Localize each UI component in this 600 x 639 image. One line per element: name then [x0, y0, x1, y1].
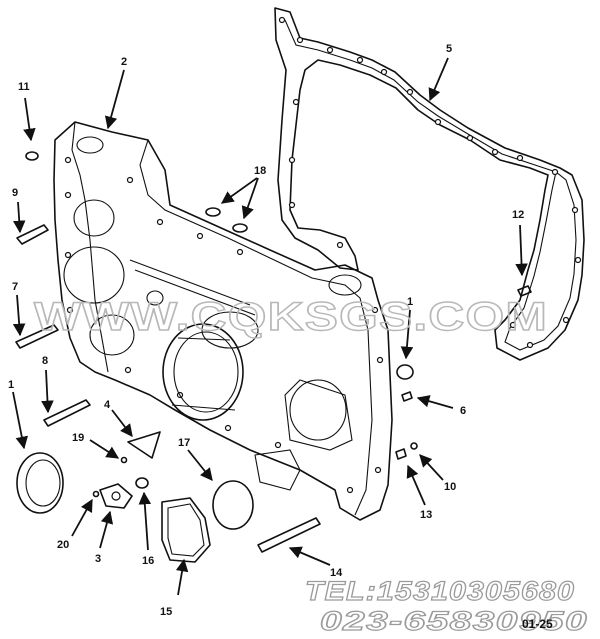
plug-part-11	[25, 151, 39, 161]
callout-1: 1	[8, 379, 14, 391]
callout-9: 9	[12, 187, 18, 199]
fitting-part-10	[410, 442, 418, 450]
callout-19: 19	[72, 432, 84, 444]
screw-part-19	[120, 456, 128, 464]
callout-10: 10	[444, 481, 456, 493]
gear-housing-part-2	[53, 121, 393, 521]
callout-15: 15	[160, 606, 172, 618]
cover-part-15	[161, 497, 211, 563]
callout-5: 5	[446, 43, 452, 55]
seal-part-1-right	[396, 364, 414, 380]
callout-1-right: 1	[407, 296, 413, 308]
screw-part-20	[92, 490, 100, 498]
bracket-part-4	[127, 431, 161, 459]
callout-16: 16	[142, 555, 154, 567]
fitting-part-13	[395, 448, 407, 460]
watermark-phone: TEL:15310305680	[305, 576, 575, 606]
housing-bolt-holes	[64, 156, 384, 494]
callout-17: 17	[178, 437, 190, 449]
capscrew-part-8	[43, 399, 91, 427]
callout-18: 18	[254, 165, 266, 177]
drawing-code: 01-25	[522, 617, 553, 631]
callout-13: 13	[420, 509, 432, 521]
dowel-part-12	[517, 285, 532, 297]
capscrew-part-14	[257, 517, 321, 553]
callout-4: 4	[104, 399, 111, 411]
gasket-part-17	[212, 480, 254, 530]
gasket-bolt-holes	[278, 16, 582, 349]
fitting-part-6	[401, 391, 413, 402]
oil-seal-part-1	[16, 452, 64, 514]
callout-7: 7	[12, 281, 18, 293]
callout-6: 6	[460, 405, 466, 417]
callout-14: 14	[330, 567, 343, 579]
o-ring-part-16	[135, 477, 149, 489]
callout-labels: 11 2 5 18 9 12 7 1 8 1 4 6 19 17 10 13 2…	[8, 43, 524, 618]
callout-20: 20	[57, 539, 69, 551]
watermark-url: WWW.CQKSGS.COM	[34, 295, 548, 339]
callout-3: 3	[95, 553, 101, 565]
callout-2: 2	[121, 56, 127, 68]
plugs-part-18	[205, 207, 248, 233]
seal-housing-plate	[162, 323, 244, 421]
leader-arrows	[12, 57, 528, 596]
cover-part-3	[99, 483, 133, 509]
callout-12: 12	[512, 209, 524, 221]
watermark-phone-2: 023-65830950	[320, 606, 588, 636]
capscrew-part-9	[16, 224, 49, 245]
capscrew-part-7	[15, 324, 59, 349]
callout-8: 8	[42, 355, 48, 367]
callout-11: 11	[18, 81, 30, 93]
gasket-part-5	[274, 7, 585, 361]
